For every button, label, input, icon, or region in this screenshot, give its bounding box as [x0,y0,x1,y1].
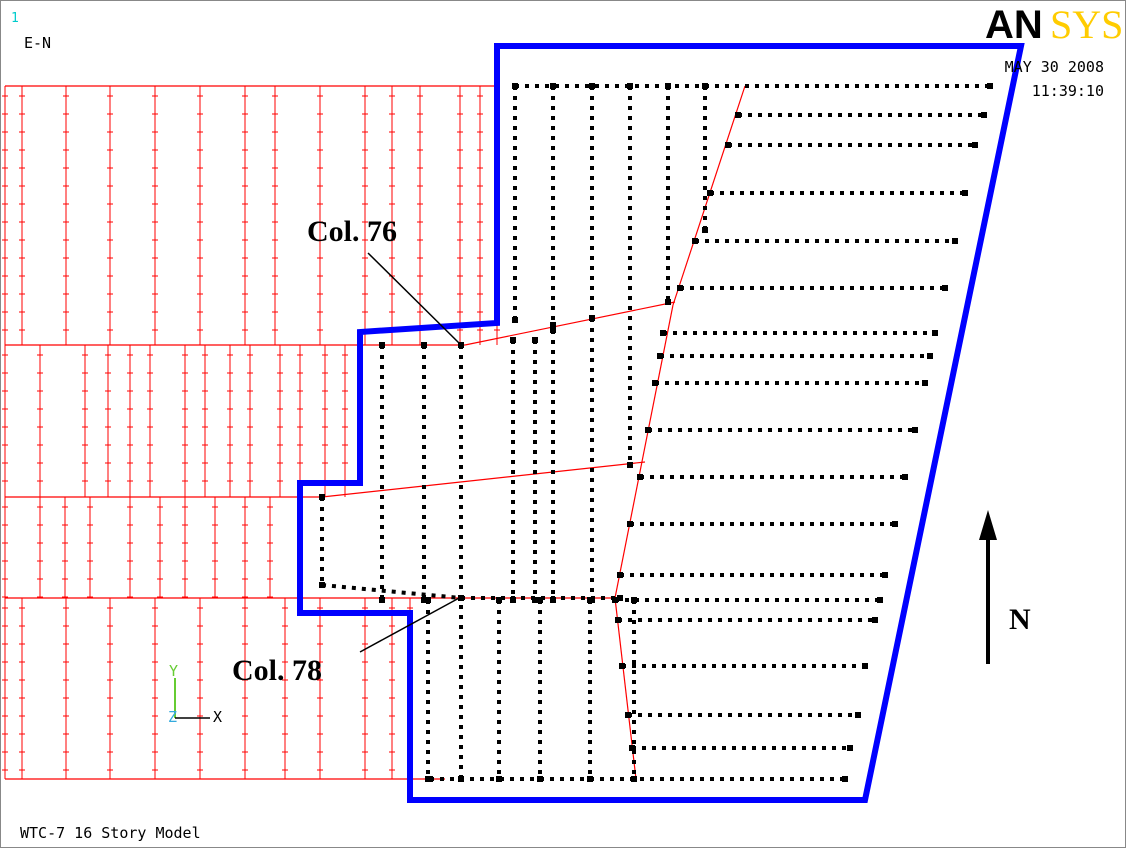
beam-node [550,327,556,333]
beam-node [657,353,663,359]
beam-node [512,83,518,89]
beam-node [702,83,708,89]
beam-node [862,663,868,669]
beam-node [902,474,908,480]
beam-element [321,583,462,600]
beam-node [619,663,625,669]
beam-node [735,112,741,118]
beam-node [496,776,502,782]
beam-node [912,427,918,433]
beam-node [319,582,325,588]
beam-node [725,142,731,148]
beam-node [550,83,556,89]
grid-line [464,301,676,346]
beam-node [532,337,538,343]
beam-node [617,595,623,601]
beam-node [425,597,431,603]
beam-node [952,238,958,244]
triad-z-label: Z [168,708,177,726]
north-label: N [1009,603,1031,636]
beam-node [855,712,861,718]
beam-node [631,776,637,782]
grid-line [321,461,646,498]
col78-leader-line [359,596,462,653]
beam-node [972,142,978,148]
beam-node [677,285,683,291]
beam-node [942,285,948,291]
analysis-region-boundary [297,43,1025,803]
beam-node [458,776,464,782]
beam-node [421,597,427,603]
model-title: WTC-7 16 Story Model [20,824,201,842]
beam-node [589,315,595,321]
plot-number: 1 [11,11,19,26]
beam-node [617,572,623,578]
beam-node [625,712,631,718]
beam-node [589,83,595,89]
beam-node [319,494,325,500]
beam-node [425,776,431,782]
beam-node [665,83,671,89]
beam-node [587,776,593,782]
beam-node [652,380,658,386]
display-label: E-N [24,34,51,52]
beam-node [665,299,671,305]
time-stamp: 11:39:10 [1032,82,1104,100]
beam-node [877,597,883,603]
beam-node [627,83,633,89]
beam-node [627,521,633,527]
north-arrow-head [979,510,997,540]
beam-node [702,227,708,233]
beam-node [882,572,888,578]
col76-label: Col. 76 [307,215,397,248]
beam-node [962,190,968,196]
beam-node [922,380,928,386]
ansys-logo: AN SYS [985,2,1123,47]
beam-node [927,353,933,359]
beam-node [631,597,637,603]
col76-leader-line [367,252,462,346]
beam-node [987,83,993,89]
beam-node [645,427,651,433]
beam-elements [319,83,993,782]
beam-node [587,597,593,603]
coordinate-triad: Y Z X [168,662,222,726]
beam-node [496,597,502,603]
beam-node [512,317,518,323]
beam-node [458,595,464,601]
beam-node [629,745,635,751]
beam-node [660,330,666,336]
beam-node [379,342,385,348]
beam-node [627,462,633,468]
beam-node [510,337,516,343]
triad-x-label: X [213,708,222,726]
beam-node [537,597,543,603]
beam-node [421,342,427,348]
beam-node [847,745,853,751]
beam-node [981,112,987,118]
beam-node [872,617,878,623]
date-stamp: MAY 30 2008 [1005,58,1104,76]
beam-node [550,322,556,328]
ansys-logo-sys: SYS [1050,2,1123,47]
beam-node [637,474,643,480]
beam-node [707,190,713,196]
beam-node [692,238,698,244]
north-arrow: N [979,510,1031,664]
grid-line [614,304,674,599]
beam-node [537,776,543,782]
ansys-logo-an: AN [985,3,1043,47]
red-grid [2,85,746,780]
beam-node [932,330,938,336]
triad-y-label: Y [169,662,178,680]
beam-node [892,521,898,527]
col78-label: Col. 78 [232,654,322,687]
beam-node [842,776,848,782]
beam-node [379,597,385,603]
beam-node [615,617,621,623]
